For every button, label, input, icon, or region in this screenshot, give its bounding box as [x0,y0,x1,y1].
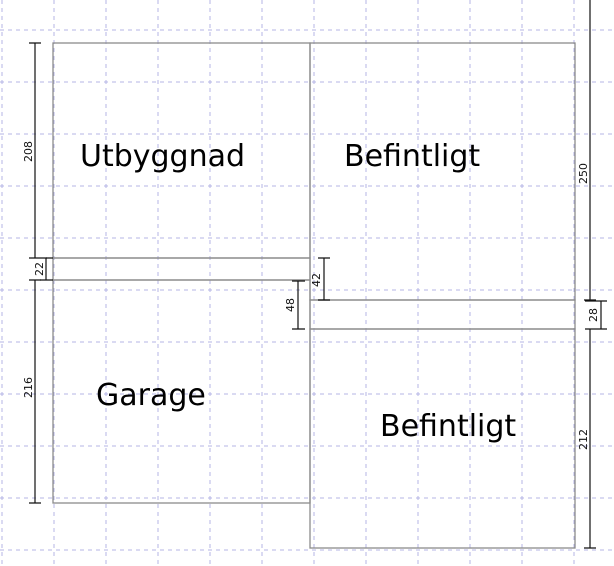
dim-left-strip: 22 [33,257,53,281]
dim-label: 42 [310,273,323,287]
strip-left[interactable] [52,257,311,281]
dim-label: 22 [33,262,46,276]
dim-label: 212 [577,429,590,450]
dim-label: 216 [22,377,35,398]
strip-right[interactable] [309,299,576,330]
room-befintligt-bottom[interactable] [309,328,576,549]
dim-left-top: 208 [22,42,47,259]
dim-right-strip: 28 [585,300,607,330]
dim-48: 48 [284,280,305,330]
label-garage: Garage [96,378,206,413]
dim-left-bottom: 216 [22,279,41,504]
dim-42: 42 [310,257,330,301]
dim-right-bottom: 212 [577,329,596,549]
dim-label: 48 [284,298,297,312]
label-utbyggnad: Utbyggnad [80,139,245,174]
dim-label: 28 [587,308,600,322]
dim-label: 250 [577,163,590,184]
label-befintligt-bottom: Befintligt [380,409,516,444]
dim-right-top: 250 [577,0,596,301]
dim-label: 208 [22,141,35,162]
label-befintligt-top: Befintligt [344,139,480,174]
